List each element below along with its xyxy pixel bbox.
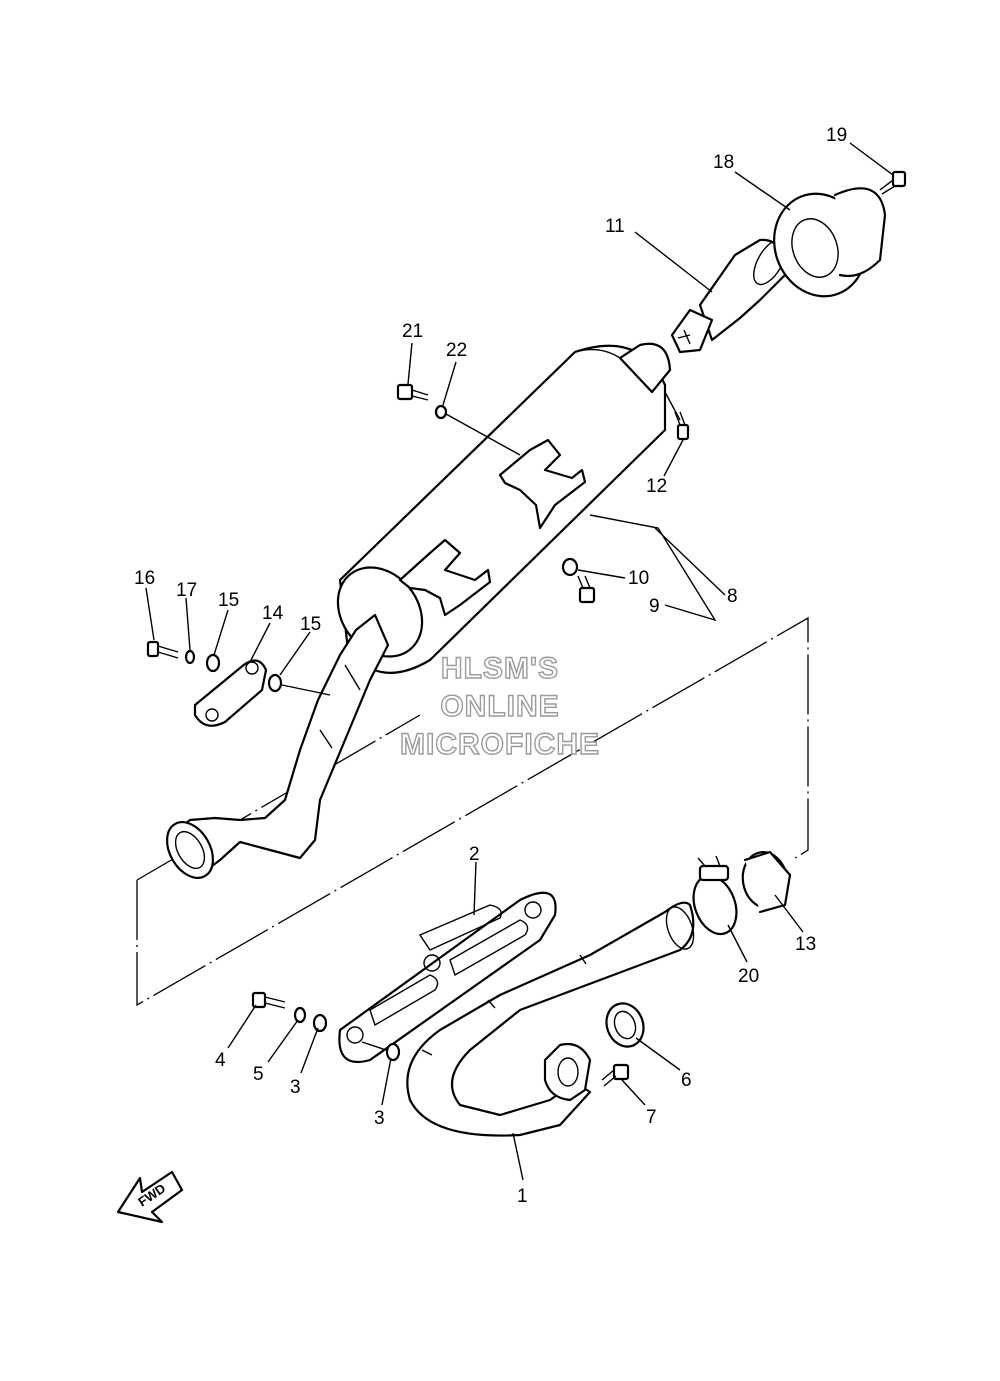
- leader-15a: [213, 609, 229, 656]
- leader-5: [267, 1019, 299, 1063]
- leader-3b: [381, 1057, 392, 1106]
- leader-18: [734, 171, 791, 211]
- leader-11: [634, 231, 713, 293]
- washer-10: [561, 557, 579, 577]
- assembly-boundary: [136, 616, 809, 1007]
- line-3: [361, 1041, 387, 1051]
- gasket-13: [741, 850, 792, 914]
- washer-22: [434, 404, 448, 420]
- watermark-line-3: MICROFICHE: [400, 728, 600, 761]
- collar-3-right: [385, 1042, 401, 1062]
- callout-21: 21: [402, 321, 423, 342]
- leader-10: [577, 569, 626, 579]
- exhaust-clamp: [692, 855, 738, 936]
- leader-8b: [654, 527, 726, 596]
- fwd-arrow-icon: FWD: [116, 1170, 184, 1224]
- leader-21: [407, 342, 413, 385]
- bolt-16: [146, 640, 179, 659]
- callout-2: 2: [469, 844, 480, 865]
- watermark-line-1: HLSM'S: [441, 652, 559, 685]
- leader-12: [663, 439, 684, 477]
- bolt-21: [396, 383, 429, 401]
- exhaust-protector: [338, 891, 557, 1064]
- collar-15-left: [205, 653, 221, 673]
- callout-13: 13: [795, 934, 816, 955]
- bolt-4: [251, 991, 286, 1009]
- line-12: [664, 391, 681, 421]
- washer-5: [293, 1006, 307, 1024]
- leader-6: [635, 1037, 681, 1071]
- gasket-6: [605, 1002, 645, 1048]
- callout-15a: 15: [218, 590, 239, 611]
- leader-2: [473, 861, 477, 916]
- bolt-12: [674, 411, 690, 441]
- washer-17: [184, 649, 196, 665]
- watermark: HLSM'S ONLINE MICROFICHE: [399, 651, 600, 761]
- leader-15b: [279, 631, 311, 676]
- callout-14: 14: [262, 603, 284, 624]
- callout-10: 10: [628, 568, 649, 589]
- joint-pipe: [165, 613, 390, 879]
- callout-12: 12: [646, 476, 667, 497]
- leader-17: [185, 597, 191, 651]
- callout-15b: 15: [300, 614, 321, 635]
- callout-8: 8: [727, 586, 738, 607]
- leader-16: [145, 587, 155, 641]
- end-cap: [773, 187, 887, 298]
- callout-16: 16: [134, 568, 155, 589]
- bolt-line-15: [281, 684, 331, 696]
- callout-11: 11: [605, 216, 625, 237]
- leader-1: [512, 1132, 524, 1181]
- callout-17: 17: [176, 580, 197, 601]
- callout-5: 5: [253, 1064, 264, 1085]
- callout-22: 22: [446, 340, 467, 361]
- leader-4: [227, 1004, 257, 1049]
- callout-3a: 3: [290, 1077, 301, 1098]
- leader-7: [621, 1079, 646, 1106]
- bolt-7: [601, 1063, 630, 1087]
- muffler-bracket: [193, 659, 268, 727]
- callout-19: 19: [826, 125, 847, 146]
- leader-3a: [300, 1027, 319, 1074]
- leader-19: [849, 142, 894, 176]
- leader-14: [249, 622, 271, 663]
- gasket-6-inner: [613, 1010, 637, 1040]
- leader-13: [774, 894, 804, 933]
- callout-18: 18: [713, 152, 734, 173]
- callout-20: 20: [738, 966, 759, 987]
- callout-7: 7: [646, 1107, 657, 1128]
- bolt-9: [577, 575, 596, 604]
- collar-3-left: [312, 1013, 328, 1033]
- screw-19: [879, 170, 907, 195]
- collar-15-right: [267, 673, 283, 693]
- spark-arrester: [670, 238, 787, 354]
- leader-8: [589, 514, 717, 622]
- line-22: [445, 413, 521, 456]
- callout-1: 1: [517, 1186, 528, 1207]
- exhaust-pipe: [406, 901, 695, 1137]
- watermark-line-2: ONLINE: [440, 690, 559, 723]
- callout-9: 9: [649, 596, 660, 617]
- exhaust-flange: [543, 1042, 592, 1102]
- callout-6: 6: [681, 1070, 692, 1091]
- leader-20: [727, 924, 748, 963]
- leader-22: [442, 361, 457, 406]
- callout-3b: 3: [374, 1108, 385, 1129]
- callout-4: 4: [215, 1050, 226, 1071]
